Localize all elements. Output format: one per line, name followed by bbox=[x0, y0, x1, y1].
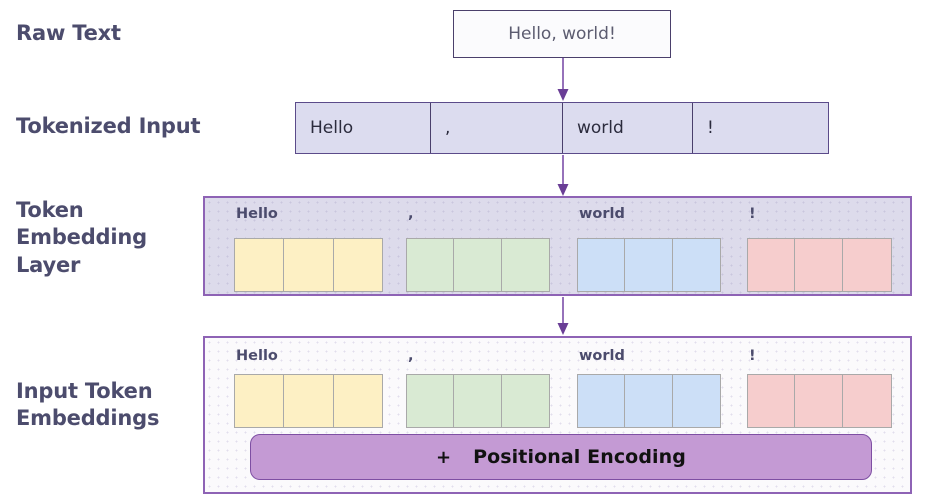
row-label-token-embedding-layer: Token Embedding Layer bbox=[16, 198, 147, 277]
row-label-tokenized-input: Tokenized Input bbox=[16, 114, 201, 138]
arrow-raw-to-tokenized bbox=[557, 58, 569, 101]
embedding-cell bbox=[795, 239, 843, 291]
embedding-cell bbox=[235, 239, 285, 291]
embedding-cell bbox=[843, 239, 891, 291]
input-cell bbox=[673, 375, 720, 427]
row-label-input-token-embeddings: Input Token Embeddings bbox=[16, 379, 160, 431]
embedding-vector-cells bbox=[234, 238, 383, 292]
embedding-cell bbox=[625, 239, 673, 291]
embedding-vector-cells bbox=[747, 238, 892, 292]
input-cell bbox=[748, 375, 796, 427]
embedding-group-label: world bbox=[579, 206, 625, 222]
positional-encoding-bar: + Positional Encoding bbox=[250, 434, 872, 480]
embedding-cell bbox=[454, 239, 502, 291]
embedding-vector-cells bbox=[577, 238, 721, 292]
embedding-cell bbox=[578, 239, 626, 291]
token-cell: ! bbox=[707, 118, 714, 138]
embedding-cell bbox=[334, 239, 382, 291]
input-group-label: world bbox=[579, 348, 625, 364]
input-vector-cells bbox=[747, 374, 892, 428]
embedding-cell bbox=[673, 239, 720, 291]
row-label-raw-text: Raw Text bbox=[16, 21, 121, 45]
input-cell bbox=[407, 375, 455, 427]
embedding-group-label: Hello bbox=[236, 206, 278, 222]
token-cell: , bbox=[431, 103, 563, 153]
input-cell bbox=[578, 375, 626, 427]
embedding-group-label: , bbox=[408, 206, 414, 222]
embedding-cell bbox=[407, 239, 455, 291]
token-cell: Hello bbox=[296, 103, 431, 153]
positional-encoding-label: Positional Encoding bbox=[473, 446, 686, 468]
input-cell bbox=[454, 375, 502, 427]
token-embedding-layer-panel: Hello , world ! bbox=[203, 196, 912, 296]
raw-text-value: Hello, world! bbox=[508, 24, 616, 44]
input-cell bbox=[334, 375, 382, 427]
input-cell bbox=[235, 375, 285, 427]
input-group-label: , bbox=[408, 348, 414, 364]
embedding-cell bbox=[502, 239, 549, 291]
embedding-cell bbox=[284, 239, 334, 291]
plus-sign: + bbox=[436, 446, 452, 468]
arrow-embedding-to-input bbox=[557, 297, 569, 335]
input-cell bbox=[795, 375, 843, 427]
input-group-label: ! bbox=[749, 348, 756, 364]
input-cell bbox=[843, 375, 891, 427]
input-vector-cells bbox=[577, 374, 721, 428]
raw-text-box: Hello, world! bbox=[453, 10, 671, 58]
input-vector-cells bbox=[406, 374, 550, 428]
input-vector-cells bbox=[234, 374, 383, 428]
tokenized-strip: Hello , world ! bbox=[295, 102, 829, 154]
input-cell bbox=[284, 375, 334, 427]
input-cell bbox=[625, 375, 673, 427]
input-group-label: Hello bbox=[236, 348, 278, 364]
token-cell: world bbox=[563, 103, 693, 153]
arrow-tokenized-to-embedding bbox=[557, 155, 569, 196]
embedding-cell bbox=[748, 239, 796, 291]
input-cell bbox=[502, 375, 549, 427]
embedding-vector-cells bbox=[406, 238, 550, 292]
embedding-group-label: ! bbox=[749, 206, 756, 222]
